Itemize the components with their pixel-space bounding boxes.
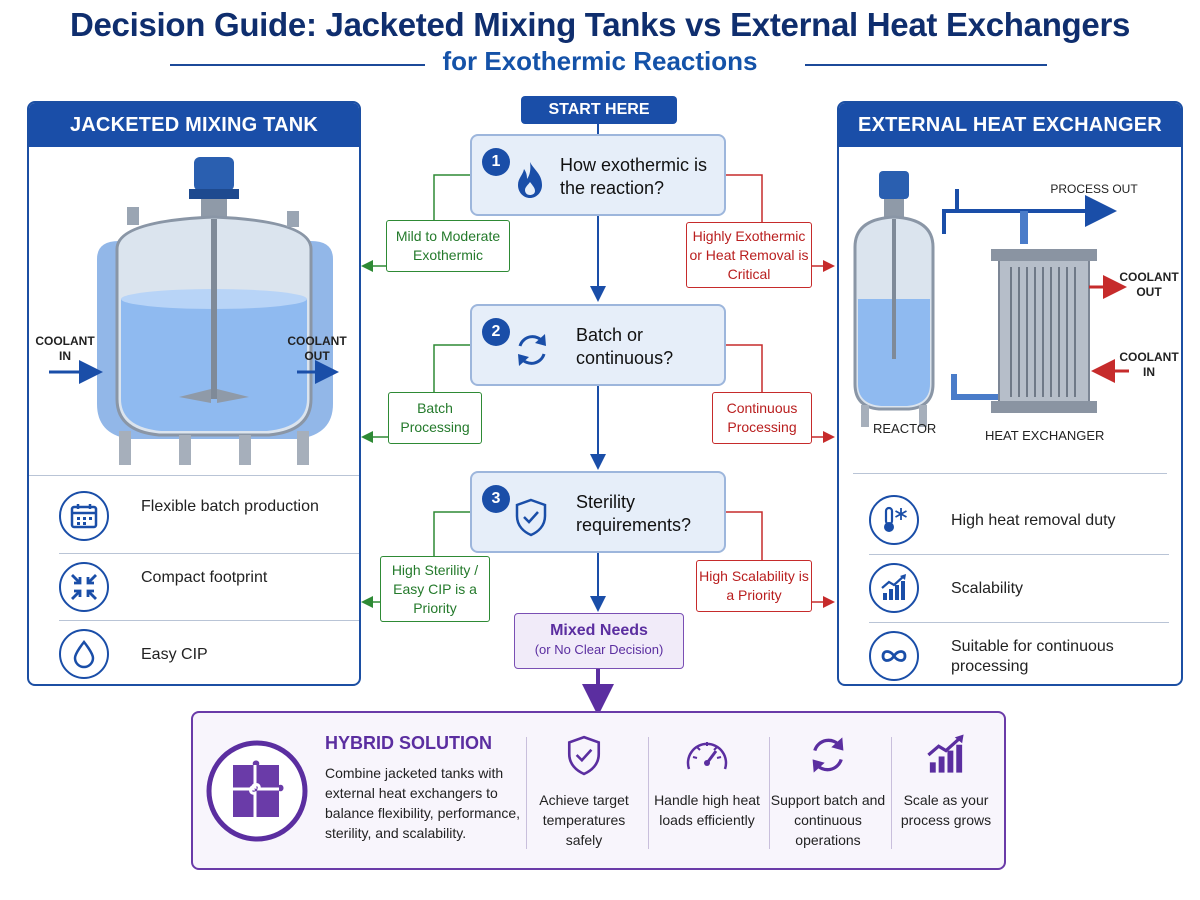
question-text: Batch or continuous? (576, 325, 674, 368)
compress-arrows-icon (59, 562, 109, 612)
jacketed-tank-panel: JACKETED MIXING TANK COOLANT IN COOLANT … (27, 101, 361, 686)
right-feature-label: Scalability (951, 580, 1024, 597)
coolant-out-label: COOLANT OUT (287, 334, 347, 363)
left-feature-cip: Easy CIP (29, 621, 359, 684)
reactor-label: REACTOR (873, 421, 937, 436)
question-2-box: 2 Batch or continuous? (470, 304, 726, 386)
cycle-icon (518, 334, 546, 366)
question-text: Sterility requirements? (576, 492, 692, 535)
option-label: High Scalability is a Priority (699, 568, 809, 603)
page-title: Decision Guide: Jacketed Mixing Tanks vs… (69, 6, 1131, 43)
hybrid-item-scale: Scale as your process grows (887, 733, 1005, 830)
question-1-box: 1 How exothermic is the reaction? (470, 134, 726, 216)
subtitle-rule-left (170, 64, 425, 66)
option-label: Batch Processing (400, 400, 470, 435)
hybrid-description: Combine jacketed tanks with external hea… (325, 765, 521, 841)
hybrid-item-heat-loads: Handle high heat loads efficiently (648, 733, 766, 830)
thermometer-snowflake-icon (869, 495, 919, 545)
hx-coolant-in-label: COOLANT IN (1119, 350, 1179, 379)
question-3-box: 3 Sterility requirements? (470, 471, 726, 553)
right-divider-top (853, 473, 1167, 474)
hybrid-item-label: Scale as your process grows (900, 792, 992, 828)
hybrid-item-label: Handle high heat loads efficiently (654, 792, 760, 828)
subtitle-rule-right (805, 64, 1047, 66)
option-label: Continuous Processing (726, 400, 798, 435)
option-continuous-processing: Continuous Processing (712, 392, 812, 444)
right-divider-1 (869, 554, 1169, 555)
option-high-sterility: High Sterility / Easy CIP is a Priority (380, 556, 490, 622)
heat-exchanger-title: EXTERNAL HEAT EXCHANGER (839, 103, 1181, 147)
process-out-label: PROCESS OUT (1050, 182, 1138, 196)
hybrid-separator (769, 737, 770, 849)
hx-coolant-out-label: COOLANT OUT (1119, 270, 1179, 299)
left-divider-2 (59, 620, 359, 621)
right-feature-heat-removal: High heat removal duty (839, 487, 1181, 553)
option-batch-processing: Batch Processing (388, 392, 482, 444)
subtitle-row: for Exothermic Reactions (0, 46, 1200, 80)
mixed-needs-box: Mixed Needs (or No Clear Decision) (514, 613, 684, 669)
question-number: 2 (482, 318, 510, 346)
hybrid-item-temperature: Achieve target temperatures safely (525, 733, 643, 850)
option-high-scalability: High Scalability is a Priority (696, 560, 812, 612)
growth-chart-icon (927, 734, 964, 773)
hybrid-separator (526, 737, 527, 849)
option-highly-exothermic: Highly Exothermic or Heat Removal is Cri… (686, 222, 812, 288)
gauge-icon (686, 742, 728, 770)
hybrid-item-operations: Support batch and continuous operations (769, 733, 887, 850)
hybrid-separator (648, 737, 649, 849)
puzzle-icon (206, 740, 308, 842)
heat-exchanger-label: HEAT EXCHANGER (985, 428, 1105, 443)
shield-check-icon (515, 498, 547, 537)
jacketed-tank-illustration (49, 157, 339, 465)
question-number: 3 (482, 485, 510, 513)
shield-check-icon (567, 735, 601, 776)
jacketed-tank-title: JACKETED MIXING TANK (29, 103, 359, 147)
left-feature-label: Easy CIP (141, 646, 208, 663)
calendar-icon (59, 491, 109, 541)
hybrid-solution-panel: HYBRID SOLUTION Combine jacketed tanks w… (191, 711, 1006, 870)
question-number: 1 (482, 148, 510, 176)
hybrid-title: HYBRID SOLUTION (325, 733, 493, 753)
option-label: High Sterility / Easy CIP is a Priority (391, 562, 479, 616)
page-subtitle: for Exothermic Reactions (442, 46, 758, 76)
right-feature-scalability: Scalability (839, 555, 1181, 621)
heat-exchanger-panel: EXTERNAL HEAT EXCHANGER PROCESS OUT COO (837, 101, 1183, 686)
left-feature-label: Compact footprint (141, 569, 268, 586)
mixed-needs-title: Mixed Needs (550, 622, 648, 639)
left-feature-batch: Flexible batch production (29, 483, 359, 549)
right-divider-2 (869, 622, 1169, 623)
left-divider-1 (59, 553, 359, 554)
question-text: How exothermic is the reaction? (560, 155, 708, 198)
hybrid-item-label: Support batch and continuous operations (770, 792, 886, 848)
start-here-badge: START HERE (521, 96, 677, 124)
hybrid-separator (891, 737, 892, 849)
flame-icon (518, 162, 542, 198)
left-divider-top (29, 475, 359, 476)
droplet-icon (59, 629, 109, 679)
coolant-in-label: COOLANT IN (35, 334, 95, 363)
cycle-icon (812, 737, 844, 773)
option-mild-exothermic: Mild to Moderate Exothermic (386, 220, 510, 272)
right-feature-continuous: Suitable for continuous processing (839, 623, 1181, 684)
right-feature-label: High heat removal duty (951, 512, 1116, 529)
growth-chart-icon (869, 563, 919, 613)
mixed-needs-subtitle: (or No Clear Decision) (534, 642, 664, 657)
left-feature-label: Flexible batch production (141, 498, 319, 515)
option-label: Highly Exothermic or Heat Removal is Cri… (689, 228, 809, 282)
left-feature-compact: Compact footprint (29, 554, 359, 620)
heat-exchanger-illustration (853, 171, 1129, 427)
right-feature-label: Suitable for continuous processing (951, 638, 1114, 675)
hybrid-item-label: Achieve target temperatures safely (539, 792, 629, 848)
continuous-loop-icon (869, 631, 919, 681)
option-label: Mild to Moderate Exothermic (395, 228, 501, 263)
